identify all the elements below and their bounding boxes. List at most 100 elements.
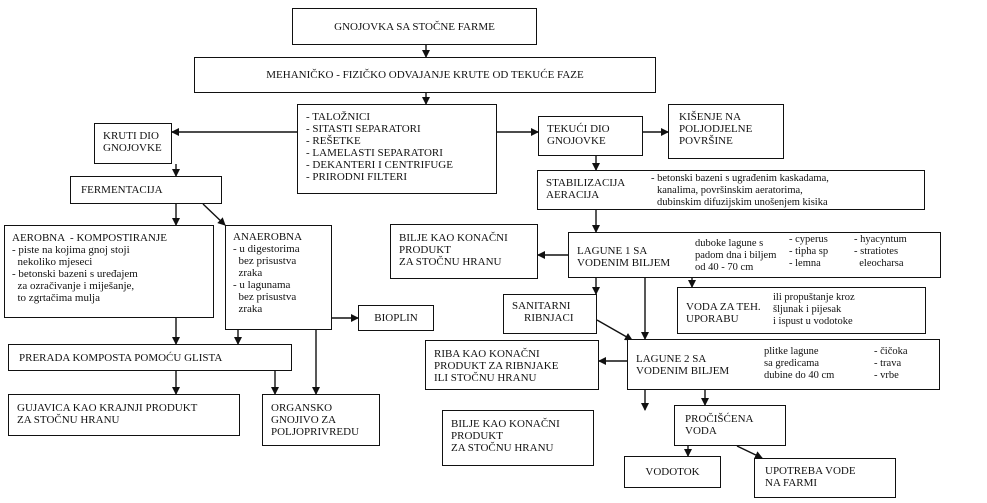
box-prerada-line: PRERADA KOMPOSTA POMOĆU GLISTA [19,352,223,364]
box-sanitarni-line-2: RIBNJACI [524,312,574,324]
box-gujavica: GUJAVICA KAO KRAJNJI PRODUKT ZA STOČNU H… [8,394,240,436]
lagune2-plant-trava: - trava [874,358,902,369]
lagune1-plants-b: - hyacyntum - stratiotes eleocharsa [854,234,907,270]
box-sanitarni: SANITARNI RIBNJACI [503,294,597,334]
box-gnojovka-line: GNOJOVKA SA STOČNE FARME [334,21,495,33]
box-prociscena-line-2: VODA [685,425,717,437]
box-tekuci-dio-line-2: GNOJOVKE [547,135,606,147]
box-organsko-line-1: ORGANSKO [271,402,333,414]
lagune1-plant-eleocharsa: eleocharsa [854,258,904,269]
box-bilje2-line-2: PRODUKT [451,430,503,442]
box-lagune1-line-2: VODENIM BILJEM [577,257,671,269]
box-bilje1: BILJE KAO KONAČNI PRODUKT ZA STOČNU HRAN… [390,224,538,279]
box-kruti-dio-line-1: KRUTI DIO [103,130,159,142]
box-stabilizacija-line-2: AERACIJA [546,189,600,201]
box-vodotok: VODOTOK [624,456,721,488]
box-anaerobna-line-6: bez prisustva [233,291,297,303]
box-stabilizacija-line-1: STABILIZACIJA [546,177,626,189]
lagune1-note-line-2: padom dna i biljem [695,250,777,261]
box-gnojovka: GNOJOVKA SA STOČNE FARME [292,8,537,45]
arrow-prociscena-upotreba [736,445,763,459]
arrow-sanitarni-lagune2 [596,319,633,341]
box-lagune2-line-2: VODENIM BILJEM [636,365,730,377]
box-aerobna-line-2: - piste na kojima gnoj stoji [12,244,130,256]
box-kruti-dio-line-2: GNOJOVKE [103,142,162,154]
box-metode-line-5: - DEKANTERI I CENTRIFUGE [306,159,453,171]
box-organsko: ORGANSKO GNOJIVO ZA POLJOPRIVREDU [262,394,380,446]
box-tekuci-dio: TEKUĆI DIO GNOJOVKE [538,116,643,156]
arrow-ferm-anaerobna [202,203,226,226]
box-lagune1: LAGUNE 1 SA VODENIM BILJEM duboke lagune… [568,232,941,278]
box-mehanicko-line: MEHANIČKO - FIZIČKO ODVAJANJE KRUTE OD T… [266,69,584,81]
box-prerada: PRERADA KOMPOSTA POMOĆU GLISTA [8,344,292,371]
stabilizacija-note: - betonski bazeni s ugrađenim kaskadama,… [651,173,829,209]
box-bilje2-line-1: BILJE KAO KONAČNI [451,418,560,430]
box-bioplin-line: BIOPLIN [374,312,418,324]
box-aerobna-line-1: AEROBNA - KOMPOSTIRANJE [12,232,167,244]
box-organsko-line-3: POLJOPRIVREDU [271,426,360,438]
lagune2-plant-vrbe: - vrbe [874,370,899,381]
box-anaerobna-line-2: - u digestorima [233,243,300,255]
box-vodotok-line: VODOTOK [645,466,700,478]
voda-teh-note-line-3: i ispust u vodotoke [773,316,853,327]
box-mehanicko: MEHANIČKO - FIZIČKO ODVAJANJE KRUTE OD T… [194,57,656,93]
box-kisenje-line-2: POLJODJELNE [679,123,753,135]
box-lagune1-line-1: LAGUNE 1 SA [577,245,648,257]
box-aerobna-line-6: to zgrtačima mulja [12,292,100,304]
box-metode-line-6: - PRIRODNI FILTERI [306,171,408,183]
box-gujavica-line-1: GUJAVICA KAO KRAJNJI PRODUKT [17,402,198,414]
lagune1-plant-cyperus: - cyperus [789,234,828,245]
box-kruti-dio: KRUTI DIO GNOJOVKE [94,123,172,164]
lagune2-note-line-3: dubine do 40 cm [764,370,835,381]
box-metode-line-3: - REŠETKE [306,135,361,147]
voda-teh-note: ili propuštanje kroz šljunak i pijesak i… [773,292,855,328]
box-riba-line-1: RIBA KAO KONAČNI [434,348,540,360]
voda-teh-note-line-1: ili propuštanje kroz [773,292,855,303]
box-aerobna-line-5: za ozračivanje i miješanje, [12,280,135,292]
box-lagune2: LAGUNE 2 SA VODENIM BILJEM plitke lagune… [627,339,940,390]
box-anaerobna-line-5: - u lagunama [233,279,291,291]
box-prociscena-line-1: PROČIŠĆENA [685,413,754,425]
box-aerobna-line-3: nekoliko mjeseci [12,256,93,268]
box-bioplin: BIOPLIN [358,305,434,331]
lagune1-plant-stratiotes: - stratiotes [854,246,899,257]
lagune2-note-line-1: plitke lagune [764,346,819,357]
lagune1-note-line-1: duboke lagune s [695,238,764,249]
lagune1-plant-hyacyntum: - hyacyntum [854,234,907,245]
box-prociscena: PROČIŠĆENA VODA [674,405,786,446]
box-aerobna: AEROBNA - KOMPOSTIRANJE - piste na kojim… [4,225,214,318]
box-riba: RIBA KAO KONAČNI PRODUKT ZA RIBNJAKE ILI… [425,340,599,390]
box-tekuci-dio-line-1: TEKUĆI DIO [547,123,610,135]
lagune1-plant-tipha: - tipha sp [789,246,829,257]
stabilizacija-note-line-3: dubinskim difuzijskim unošenjem kisika [657,197,828,208]
box-kisenje: KIŠENJE NA POLJODJELNE POVRŠINE [668,104,784,159]
lagune1-note: duboke lagune s padom dna i biljem od 40… [695,238,776,274]
box-aerobna-line-4: - betonski bazeni s uređajem [12,268,138,280]
lagune2-plants: - čičoka - trava - vrbe [874,346,908,382]
box-bilje1-line-1: BILJE KAO KONAČNI [399,232,508,244]
box-bilje2-line-3: ZA STOČNU HRANU [451,442,554,454]
lagune1-note-line-3: od 40 - 70 cm [695,262,754,273]
box-riba-line-3: ILI STOČNU HRANU [434,372,537,384]
box-gujavica-line-2: ZA STOČNU HRANU [17,414,120,426]
lagune1-plants-a: - cyperus - tipha sp - lemna [789,234,828,270]
box-metode-line-4: - LAMELASTI SEPARATORI [306,147,443,159]
box-upotreba-line-1: UPOTREBA VODE [765,465,856,477]
box-sanitarni-line-1: SANITARNI [512,300,571,312]
box-bilje2: BILJE KAO KONAČNI PRODUKT ZA STOČNU HRAN… [442,410,594,466]
box-voda-teh-line-1: VODA ZA TEH. [686,301,761,313]
box-anaerobna-line-3: bez prisustva [233,255,297,267]
box-kisenje-line-1: KIŠENJE NA [679,111,742,123]
box-anaerobna-line-1: ANAEROBNA [233,231,303,243]
box-metode-line-1: - TALOŽNICI [306,111,370,123]
lagune2-note: plitke lagune sa gredicama dubine do 40 … [764,346,834,382]
box-kisenje-line-3: POVRŠINE [679,135,733,147]
box-lagune2-line-1: LAGUNE 2 SA [636,353,707,365]
box-upotreba: UPOTREBA VODE NA FARMI [754,458,896,498]
box-voda-teh-line-2: UPORABU [686,313,739,325]
box-riba-line-2: PRODUKT ZA RIBNJAKE [434,360,559,372]
box-metode-line-2: - SITASTI SEPARATORI [306,123,421,135]
box-fermentacija-line: FERMENTACIJA [81,184,163,196]
stabilizacija-note-line-2: kanalima, površinskim aeratorima, [657,185,803,196]
